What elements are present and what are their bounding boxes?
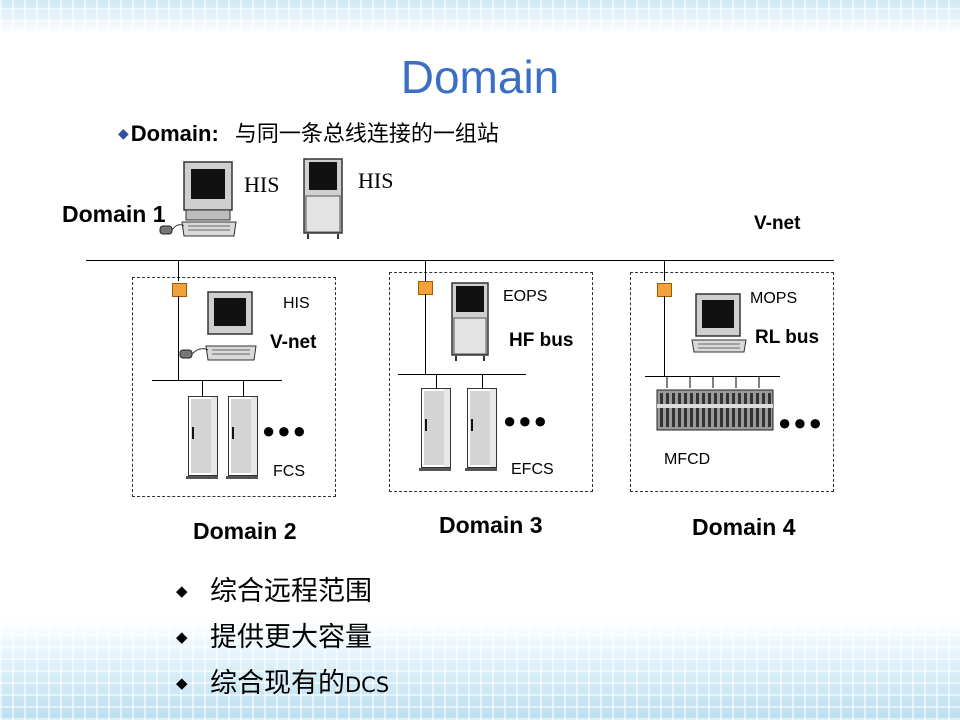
domain3-ellipsis: ●●●: [503, 408, 549, 433]
subtitle-term: Domain:: [130, 121, 219, 146]
diamond-bullet-icon: ◆: [176, 674, 188, 692]
domain2-fcs-label: FCS: [273, 463, 305, 480]
domain2-fcs-drop-1: [202, 380, 203, 397]
bullet-list: ◆ 综合远程范围 ◆ 提供更大容量 ◆ 综合现有的DCS: [176, 568, 389, 706]
domain3-efcs-cabinet-2: [465, 388, 497, 471]
domain2-fcs-drop-2: [243, 380, 244, 397]
domain3-label: Domain 3: [439, 512, 543, 538]
domain3-box: [389, 272, 593, 492]
mops-workstation-icon: [691, 293, 747, 353]
domain3-eops-label: EOPS: [503, 288, 548, 305]
domain4-mfcd-label: MFCD: [664, 451, 711, 468]
bullet-item: ◆ 综合现有的DCS: [176, 660, 389, 706]
domain2-his-workstation-icon: [179, 291, 257, 361]
domain2-bus-label: V-net: [270, 332, 317, 353]
domain4-drop: [664, 261, 665, 281]
domain2-drop: [178, 261, 179, 281]
domain4-ellipsis: ●●●: [778, 410, 824, 435]
bullet-item: ◆ 提供更大容量: [176, 614, 389, 660]
domain2-control-bus: [152, 380, 282, 381]
domain3-hf-vertical: [425, 294, 426, 374]
bullet-item: ◆ 综合远程范围: [176, 568, 389, 614]
domain2-fcs-cabinet-1: [186, 396, 218, 479]
main-vnet-label: V-net: [754, 213, 801, 234]
background-top-band: [0, 0, 960, 34]
bullet-text: 提供更大容量: [210, 622, 372, 653]
domain3-bus-label: HF bus: [509, 330, 574, 351]
domain4-label: Domain 4: [692, 514, 796, 540]
domain1-his-label-1: HIS: [244, 172, 280, 197]
bullet-suffix: DCS: [345, 673, 390, 697]
domain2-label: Domain 2: [193, 518, 297, 544]
domain3-drop: [425, 261, 426, 281]
mfcd-rack-icon: [656, 376, 774, 431]
diamond-bullet-icon: ◆: [118, 125, 129, 141]
background-bottom-band: [0, 620, 960, 720]
slide-subtitle: ◆Domain: 与同一条总线连接的一组站: [118, 116, 499, 148]
bullet-text: 综合现有的: [210, 668, 345, 699]
domain3-control-bus: [398, 374, 526, 375]
domain2-fcs-cabinet-2: [226, 396, 258, 479]
domain4-bus-coupler: [657, 283, 672, 297]
subtitle-description: 与同一条总线连接的一组站: [234, 122, 499, 147]
domain3-efcs-drop-1: [436, 374, 437, 388]
main-vnet-bus: [86, 260, 834, 261]
domain2-bus-coupler: [172, 283, 187, 297]
his-workstation-icon: [159, 161, 237, 237]
domain1-his-label-2: HIS: [358, 168, 394, 193]
eops-tower-console-icon: [451, 282, 489, 361]
diamond-bullet-icon: ◆: [176, 628, 188, 646]
domain2-his-label: HIS: [283, 295, 310, 312]
domain3-efcs-label: EFCS: [511, 461, 554, 478]
domain2-box: [132, 277, 336, 497]
his-tower-console-icon: [303, 158, 343, 239]
domain4-box: [630, 272, 834, 492]
bullet-text: 综合远程范围: [210, 576, 372, 607]
domain3-bus-coupler: [418, 281, 433, 295]
domain4-bus-label: RL bus: [755, 327, 820, 348]
domain1-label: Domain 1: [62, 201, 166, 227]
diamond-bullet-icon: ◆: [176, 582, 188, 600]
domain3-efcs-cabinet-1: [419, 388, 451, 471]
domain3-efcs-drop-2: [482, 374, 483, 388]
domain4-rl-vertical: [664, 296, 665, 376]
domain2-ellipsis: ●●●: [262, 418, 308, 443]
slide-title: Domain: [400, 51, 560, 103]
domain2-vnet-vertical: [178, 296, 179, 380]
domain4-mops-label: MOPS: [750, 290, 798, 307]
